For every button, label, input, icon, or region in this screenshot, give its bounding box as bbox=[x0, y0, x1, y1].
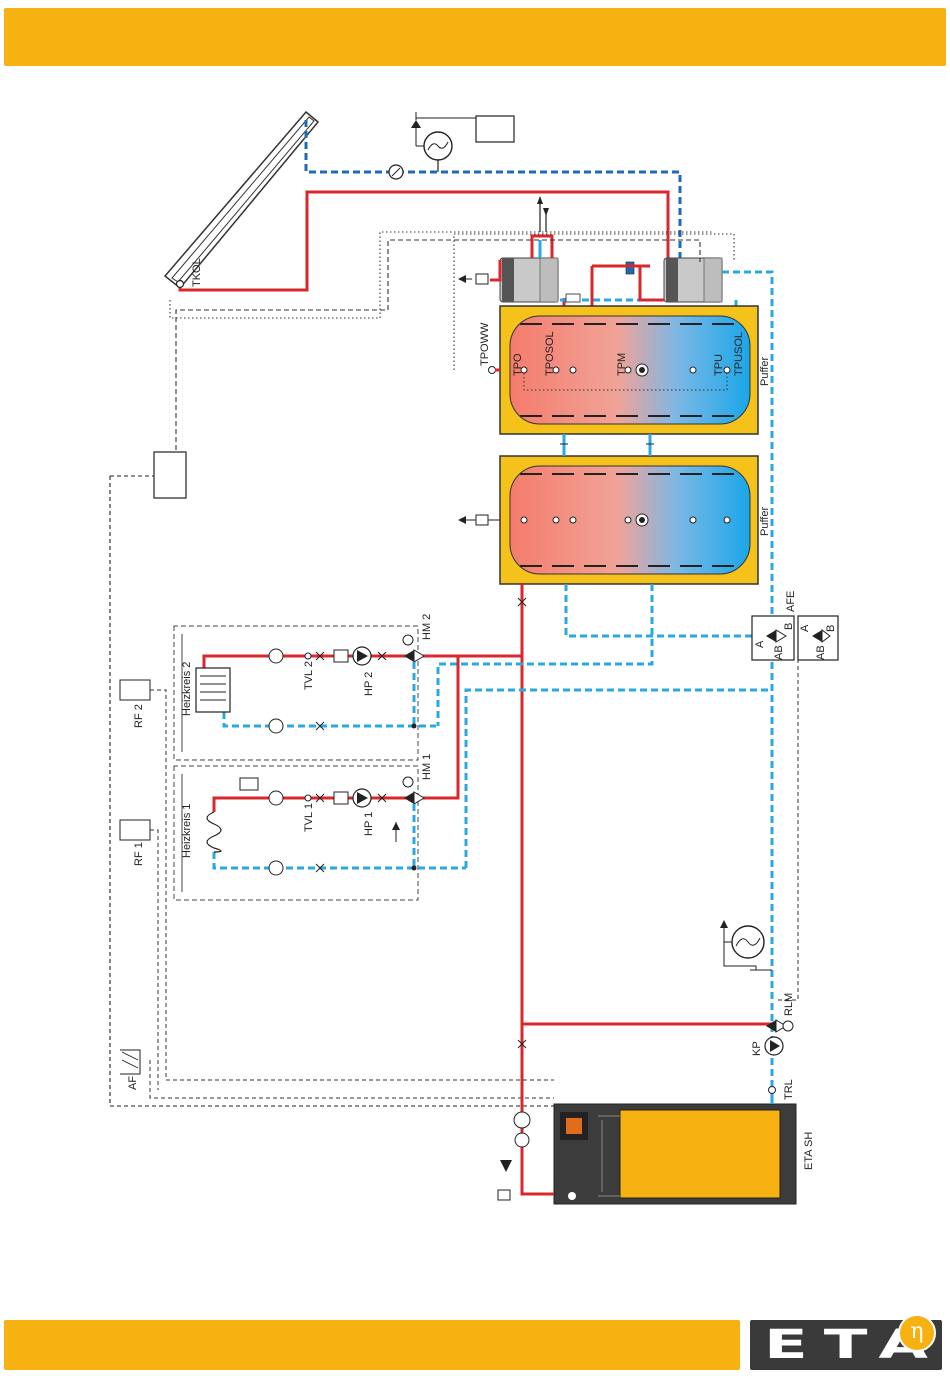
fresh-water-module bbox=[500, 258, 558, 302]
hot-water-outlets bbox=[540, 200, 546, 232]
trl-label: TRL bbox=[783, 1079, 795, 1100]
eta-sh-boiler bbox=[554, 1104, 796, 1204]
tpu-label: TPU bbox=[713, 354, 725, 376]
boiler-safety-valve-icon bbox=[500, 1160, 512, 1172]
valve-b-label: B bbox=[783, 623, 795, 630]
tkol-label: TKOL bbox=[191, 258, 203, 287]
solar-supply-pipe bbox=[180, 192, 668, 290]
solar-safety-valve-icon bbox=[411, 120, 421, 128]
valve2-b-label: B bbox=[825, 625, 837, 632]
hm2-mixer-icon bbox=[404, 650, 414, 662]
solar-collector bbox=[165, 112, 318, 288]
tvl1-label: TVL 1 bbox=[303, 803, 315, 832]
hm1-label: HM 1 bbox=[421, 754, 433, 780]
solar-controller-box bbox=[154, 452, 186, 498]
kp-label: KP bbox=[751, 1041, 763, 1056]
heizkreis1-label: Heizkreis 1 bbox=[181, 804, 193, 858]
puffer-upper-label: Puffer bbox=[759, 357, 771, 386]
radiator-icon bbox=[196, 668, 230, 712]
puffer-lower-label: Puffer bbox=[759, 507, 771, 536]
puffer-tank-lower bbox=[500, 456, 758, 584]
hp2-label: HP 2 bbox=[363, 672, 375, 696]
hk2-thermometer-icon bbox=[269, 649, 283, 663]
tpo-label: TPO bbox=[512, 353, 524, 376]
hm1-mixer-icon bbox=[404, 792, 414, 804]
tposol-label: TPOSOL bbox=[544, 331, 556, 376]
tvl2-label: TVL 2 bbox=[303, 661, 315, 690]
tpusol-label: TPUSOL bbox=[733, 332, 745, 376]
rf1-label: RF 1 bbox=[133, 842, 145, 866]
hm2-label: HM 2 bbox=[421, 614, 433, 640]
rlm-label: RLM bbox=[783, 993, 795, 1016]
heat-meter-icon bbox=[626, 262, 634, 274]
solar-collection-tank bbox=[476, 116, 514, 142]
hp1-label: HP 1 bbox=[363, 812, 375, 836]
tpoww-label: TPOWW bbox=[479, 322, 491, 366]
valve-ab-label: AB bbox=[773, 645, 785, 660]
solar-transfer-station bbox=[664, 258, 722, 302]
afe-label: AFE bbox=[785, 591, 797, 612]
tkol-sensor-icon bbox=[177, 281, 184, 288]
valve2-ab-label: AB bbox=[815, 645, 827, 660]
underfloor-heating-icon bbox=[207, 812, 221, 852]
heizkreis2-label: Heizkreis 2 bbox=[181, 662, 193, 716]
af-label: AF bbox=[127, 1076, 139, 1090]
valve-a-label: A bbox=[754, 640, 766, 648]
rf2-label: RF 2 bbox=[133, 704, 145, 728]
tpm-label: TPM bbox=[616, 353, 628, 376]
boiler-label: ETA SH bbox=[803, 1132, 815, 1170]
valve2-a-label: A bbox=[799, 624, 811, 632]
